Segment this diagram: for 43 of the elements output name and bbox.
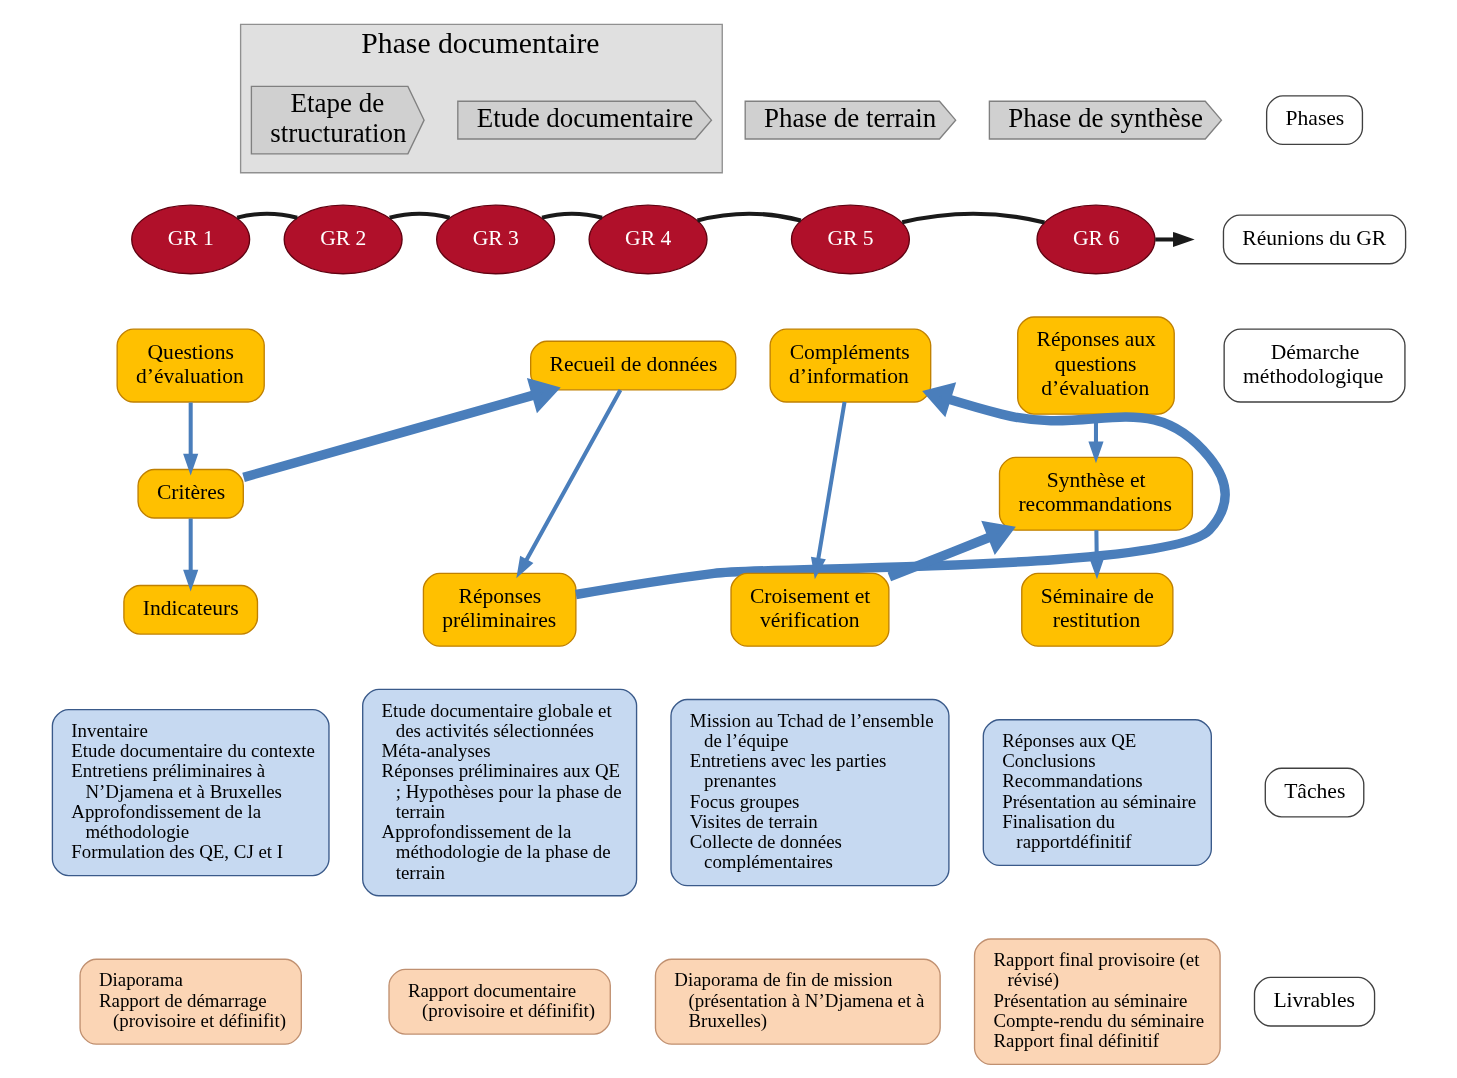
node-box: Séminaire de restitution: [1020, 572, 1174, 647]
node-ellipse: GR 3: [435, 204, 555, 275]
node-box: Tâches: [1264, 767, 1364, 818]
node-box: Mission au Tchad de l’ensemble de l’équipe Entretiens avec les parties prenantes Focus groupes Visites de terrain Collecte de données complémentaires: [669, 698, 950, 887]
node-ellipse: GR 6: [1035, 204, 1156, 275]
node-box: Réunions du GR: [1222, 214, 1406, 265]
node-ellipse: GR 2: [283, 204, 403, 275]
node-box: Synthèse et recommandations: [998, 456, 1193, 531]
node-box: Croisement et vérification: [729, 572, 890, 647]
arrow: [574, 382, 1230, 600]
arrow: [515, 389, 622, 579]
connector: [901, 211, 1045, 225]
node-box: Etude documentaire globale et des activités sélectionnées Méta-analyses Réponses préliminaires aux QE ; Hypothèses pour la phase de terrain Approfondissement de la méthodologie de la phase de terrain: [361, 688, 637, 897]
node-ellipse: GR 4: [587, 204, 708, 275]
arrow: [241, 378, 561, 482]
arrow: [810, 401, 847, 580]
arrow: [1154, 231, 1195, 248]
node-box: Diaporama Rapport de démarrage (provisoire et définifit): [78, 958, 302, 1045]
node-box: Livrables: [1253, 976, 1375, 1027]
node-box: Recueil de données: [529, 340, 736, 391]
connector: [541, 211, 603, 220]
node-box: Diaporama de fin de mission (présentation à N’Djamena et à Bruxelles): [654, 958, 941, 1045]
arrow: [887, 520, 1016, 582]
node-box: Réponses préliminaires: [422, 572, 577, 647]
node-ellipse: GR 5: [790, 204, 910, 275]
connector: [388, 211, 450, 220]
node-box: Rapport final provisoire (et révisé) Présentation au séminaire Compte-rendu du séminaire Rapport final définitif: [973, 938, 1221, 1066]
node-box: Critères: [136, 468, 244, 519]
connector: [236, 211, 298, 220]
arrow: [1088, 530, 1104, 580]
arrow: [182, 518, 198, 592]
node-box: Indicateurs: [122, 584, 258, 635]
node-box: Réponses aux QE Conclusions Recommandations Présentation au séminaire Finalisation du rapportdéfinitif: [982, 719, 1212, 867]
node-box: Réponses aux questions d’évaluation: [1016, 316, 1175, 415]
node-box: Rapport documentaire (provisoire et définifit): [387, 968, 611, 1035]
node-box: Questions d’évaluation: [116, 328, 265, 403]
node-box: Démarche méthodologique: [1222, 328, 1406, 403]
node-box: Inventaire Etude documentaire du contexte Entretiens préliminaires à N’Djamena et à Bruxelles Approfondissement de la méthodologie Formulation des QE, CJ et I: [51, 708, 330, 877]
arrow: [182, 402, 198, 476]
node-box: Compléments d’information: [768, 328, 931, 403]
connector: [696, 211, 801, 223]
node-box: Phases: [1265, 95, 1363, 146]
node-ellipse: GR 1: [130, 204, 250, 275]
